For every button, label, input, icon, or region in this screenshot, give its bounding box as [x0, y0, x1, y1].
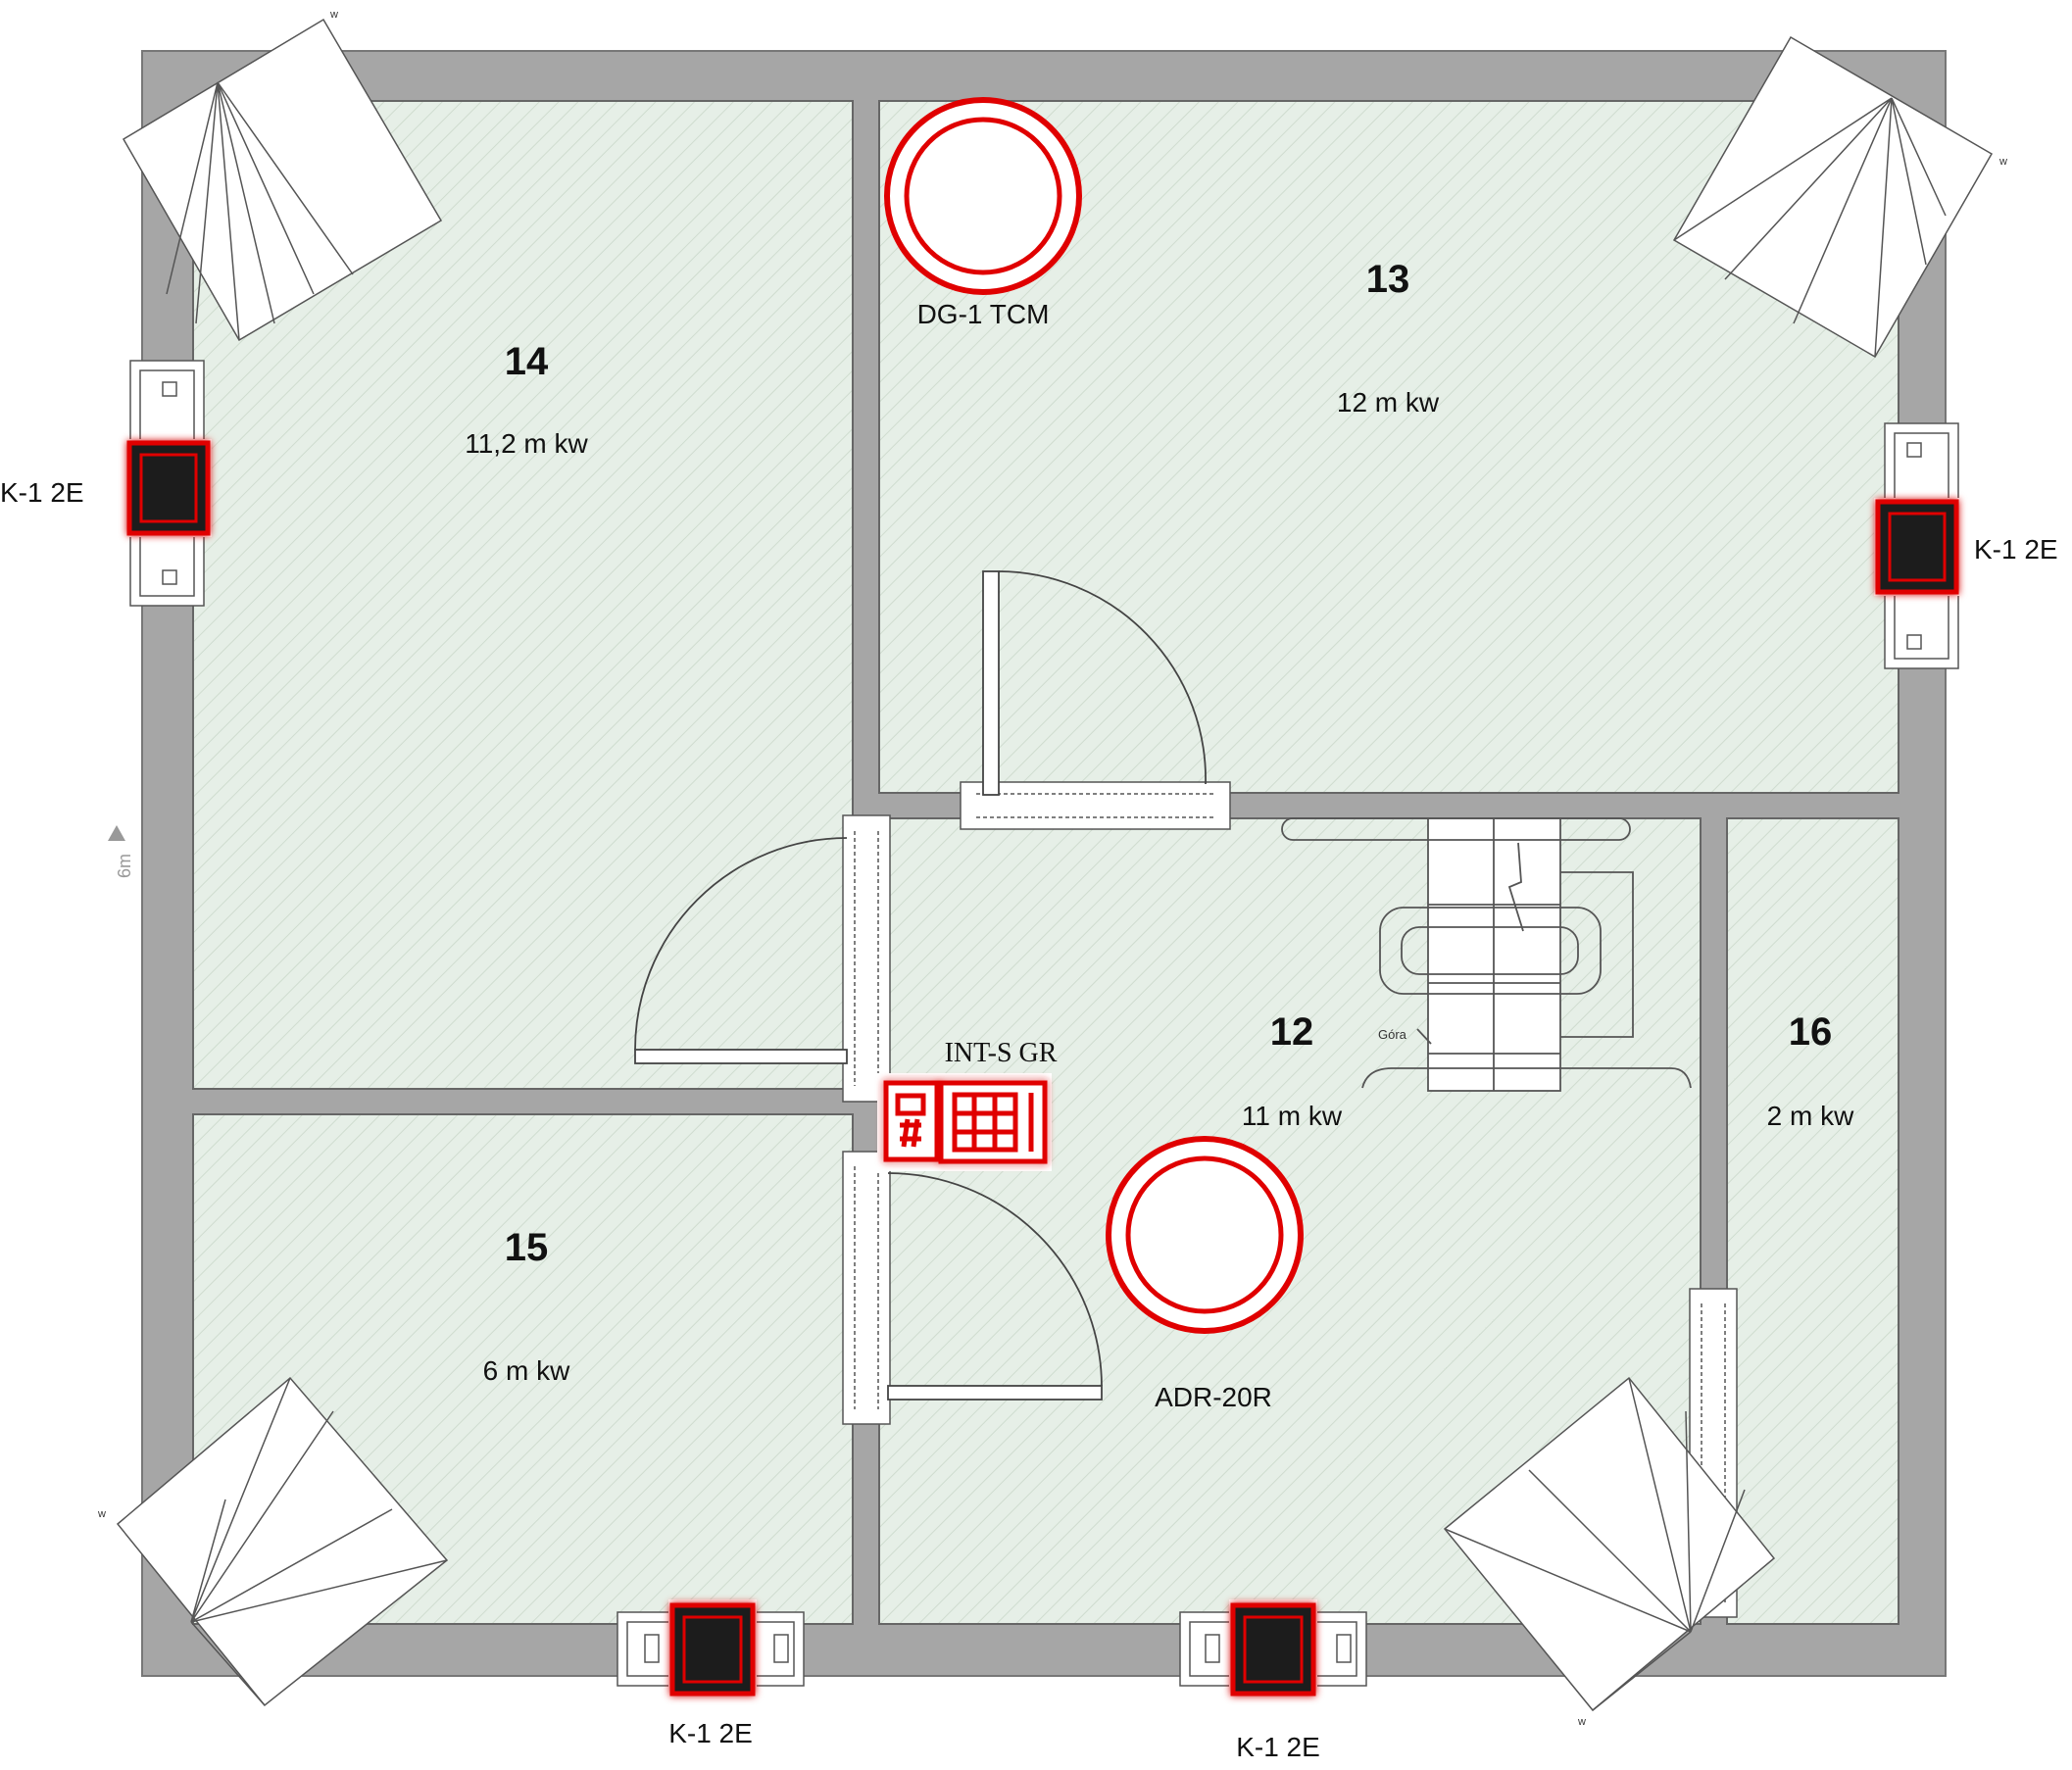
room-13-number: 13 — [1366, 258, 1410, 301]
room-16-number: 16 — [1789, 1010, 1833, 1054]
room-14-area: 11,2 m kw — [465, 428, 588, 459]
scale-arrow-icon — [108, 825, 125, 841]
scale-marker: 6m — [108, 825, 134, 878]
contact-right-label: K-1 2E — [1974, 534, 2058, 565]
contact-bottom-right-label: K-1 2E — [1236, 1732, 1320, 1762]
contact-bottom-right: K-1 2E — [1229, 1599, 1320, 1762]
detector-top: DG-1 TCM — [884, 97, 1082, 329]
staircase: Góra — [1281, 817, 1692, 1092]
svg-text:w: w — [329, 9, 338, 21]
keypad-icon — [883, 1080, 1048, 1164]
roof-window-bottom-left: w — [97, 1376, 449, 1707]
door-frame-14 — [842, 814, 891, 1103]
scale-label: 6m — [115, 854, 134, 878]
svg-text:w: w — [1577, 1716, 1586, 1728]
room-12-area: 11 m kw — [1242, 1101, 1343, 1131]
door-15 — [887, 1172, 1103, 1401]
detector-hall-label: ADR-20R — [1155, 1382, 1272, 1412]
svg-text:w: w — [97, 1508, 106, 1520]
roof-window-top-right: w — [1672, 35, 2007, 359]
detector-top-label: DG-1 TCM — [917, 299, 1050, 329]
keypad-label: INT-S GR — [945, 1038, 1058, 1068]
roof-window-bottom-right: w — [1443, 1376, 1776, 1728]
room-15-area: 6 m kw — [483, 1355, 570, 1386]
room-16-floor — [1726, 817, 1899, 1625]
contact-right: K-1 2E — [1874, 498, 2058, 596]
door-frame-13 — [960, 781, 1231, 830]
contact-bottom-left-label: K-1 2E — [668, 1718, 753, 1748]
room-12-number: 12 — [1270, 1010, 1314, 1054]
room-14-number: 14 — [505, 340, 549, 383]
keypad: INT-S GR — [877, 1038, 1058, 1171]
svg-text:w: w — [1998, 156, 2007, 168]
contact-left-label: K-1 2E — [0, 477, 84, 508]
door-frame-15 — [842, 1151, 891, 1425]
contact-bottom-left: K-1 2E — [668, 1599, 757, 1748]
contact-left: K-1 2E — [0, 439, 212, 537]
stairs-label: Góra — [1378, 1027, 1407, 1042]
room-16-area: 2 m kw — [1767, 1101, 1854, 1131]
door-14 — [634, 837, 848, 1064]
contact-bottom-right-icon — [1230, 1602, 1316, 1696]
door-13 — [982, 570, 1207, 796]
room-13-area: 12 m kw — [1337, 387, 1440, 418]
roof-window-top-left: w — [122, 9, 443, 342]
contact-bottom-left-icon — [669, 1602, 756, 1696]
detector-hall: ADR-20R — [1106, 1136, 1304, 1412]
room-15-number: 15 — [505, 1226, 549, 1269]
